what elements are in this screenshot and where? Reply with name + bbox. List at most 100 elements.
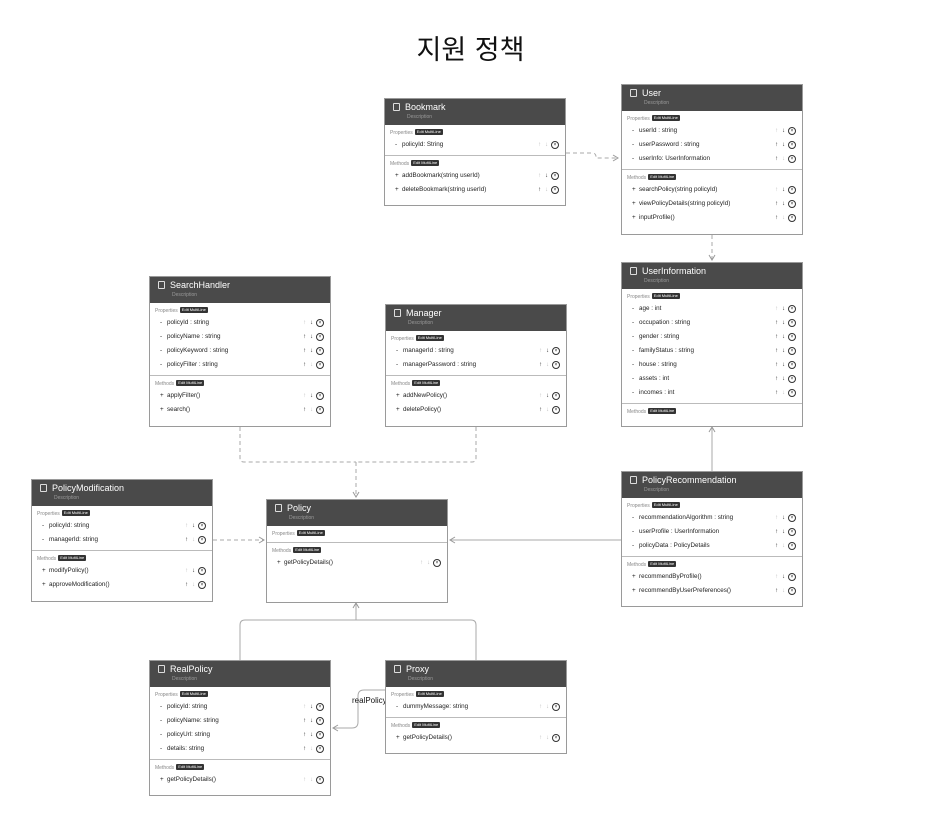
edit-multiline-button[interactable]: Edit MultiLine	[176, 380, 205, 386]
move-up-icon[interactable]: ↑	[539, 735, 542, 741]
property-row[interactable]: -userProfile : UserInformation↑↓×	[622, 525, 802, 539]
move-up-icon[interactable]: ↑	[303, 362, 306, 368]
method-row[interactable]: +searchPolicy(string policyId)↑↓×	[622, 183, 802, 197]
method-row[interactable]: +deleteBookmark(string userId)↑↓×	[385, 183, 565, 197]
property-row[interactable]: -managerId : string↑↓×	[386, 344, 566, 358]
move-up-icon[interactable]: ↑	[775, 187, 778, 193]
move-down-icon[interactable]: ↓	[782, 215, 785, 221]
move-up-icon[interactable]: ↑	[775, 334, 778, 340]
edit-multiline-button[interactable]: Edit MultiLine	[651, 293, 680, 299]
move-down-icon[interactable]: ↓	[782, 376, 785, 382]
property-text[interactable]: gender : string	[639, 333, 680, 340]
method-text[interactable]: search()	[167, 406, 191, 413]
move-up-icon[interactable]: ↑	[185, 582, 188, 588]
move-down-icon[interactable]: ↓	[782, 306, 785, 312]
move-down-icon[interactable]: ↓	[310, 320, 313, 326]
remove-icon[interactable]: ×	[316, 319, 324, 327]
property-text[interactable]: policyKeyword : string	[167, 347, 229, 354]
method-row[interactable]: +recommendByUserPreferences()↑↓×	[622, 584, 802, 598]
move-down-icon[interactable]: ↓	[427, 560, 430, 566]
method-row[interactable]: +modifyPolicy()↑↓×	[32, 564, 212, 578]
move-down-icon[interactable]: ↓	[545, 142, 548, 148]
class-name[interactable]: Bookmark	[405, 102, 446, 112]
move-down-icon[interactable]: ↓	[310, 334, 313, 340]
class-name[interactable]: User	[642, 88, 662, 98]
move-down-icon[interactable]: ↓	[310, 362, 313, 368]
remove-icon[interactable]: ×	[433, 559, 441, 567]
class-name[interactable]: SearchHandler	[170, 280, 231, 290]
move-up-icon[interactable]: ↑	[539, 393, 542, 399]
property-row[interactable]: -policyUrl: string↑↓×	[150, 728, 330, 742]
move-up-icon[interactable]: ↑	[775, 306, 778, 312]
remove-icon[interactable]: ×	[552, 703, 560, 711]
remove-icon[interactable]: ×	[551, 186, 559, 194]
edit-multiline-button[interactable]: Edit MultiLine	[648, 408, 677, 414]
edit-multiline-button[interactable]: Edit MultiLine	[415, 691, 444, 697]
move-up-icon[interactable]: ↑	[303, 393, 306, 399]
move-up-icon[interactable]: ↑	[303, 704, 306, 710]
move-up-icon[interactable]: ↑	[303, 348, 306, 354]
move-up-icon[interactable]: ↑	[775, 515, 778, 521]
method-row[interactable]: +getPolicyDetails()↑↓×	[386, 731, 566, 745]
property-text[interactable]: occupation : string	[639, 319, 691, 326]
remove-icon[interactable]: ×	[788, 214, 796, 222]
class-name[interactable]: PolicyRecommendation	[642, 475, 737, 485]
method-text[interactable]: getPolicyDetails()	[167, 776, 216, 783]
method-row[interactable]: +getPolicyDetails()↑↓×	[150, 773, 330, 787]
move-down-icon[interactable]: ↓	[782, 348, 785, 354]
edit-multiline-button[interactable]: Edit MultiLine	[58, 555, 87, 561]
method-text[interactable]: recommendByUserPreferences()	[639, 587, 732, 594]
property-text[interactable]: details: string	[167, 745, 205, 752]
move-up-icon[interactable]: ↑	[775, 142, 778, 148]
class-description[interactable]: Description	[644, 487, 670, 493]
remove-icon[interactable]: ×	[788, 200, 796, 208]
property-row[interactable]: -userId : string↑↓×	[622, 124, 802, 138]
class-description[interactable]: Description	[408, 320, 434, 326]
property-row[interactable]: -userInfo: UserInformation↑↓×	[622, 152, 802, 166]
property-text[interactable]: policyUrl: string	[167, 731, 211, 738]
remove-icon[interactable]: ×	[316, 703, 324, 711]
remove-icon[interactable]: ×	[316, 392, 324, 400]
property-text[interactable]: age : int	[639, 305, 662, 312]
move-down-icon[interactable]: ↓	[782, 529, 785, 535]
property-text[interactable]: assets : int	[639, 375, 670, 382]
move-down-icon[interactable]: ↓	[782, 128, 785, 134]
move-up-icon[interactable]: ↑	[539, 704, 542, 710]
method-row[interactable]: +inputProfile()↑↓×	[622, 211, 802, 225]
move-down-icon[interactable]: ↓	[782, 334, 785, 340]
class-name[interactable]: UserInformation	[642, 266, 707, 276]
remove-icon[interactable]: ×	[316, 347, 324, 355]
move-down-icon[interactable]: ↓	[782, 515, 785, 521]
remove-icon[interactable]: ×	[552, 406, 560, 414]
move-up-icon[interactable]: ↑	[775, 156, 778, 162]
remove-icon[interactable]: ×	[316, 333, 324, 341]
remove-icon[interactable]: ×	[198, 536, 206, 544]
move-up-icon[interactable]: ↑	[775, 588, 778, 594]
move-down-icon[interactable]: ↓	[546, 348, 549, 354]
method-row[interactable]: +getPolicyDetails()↑↓×	[267, 556, 447, 570]
move-down-icon[interactable]: ↓	[546, 735, 549, 741]
class-description[interactable]: Description	[407, 114, 433, 120]
move-down-icon[interactable]: ↓	[192, 537, 195, 543]
property-row[interactable]: -age : int↑↓×	[622, 302, 802, 316]
property-text[interactable]: userInfo: UserInformation	[639, 155, 711, 162]
edit-multiline-button[interactable]: Edit MultiLine	[412, 380, 441, 386]
remove-icon[interactable]: ×	[316, 745, 324, 753]
move-up-icon[interactable]: ↑	[303, 746, 306, 752]
move-up-icon[interactable]: ↑	[303, 718, 306, 724]
move-down-icon[interactable]: ↓	[782, 201, 785, 207]
edit-multiline-button[interactable]: Edit MultiLine	[412, 722, 441, 728]
class-description[interactable]: Description	[54, 495, 80, 501]
property-row[interactable]: -assets : int↑↓×	[622, 372, 802, 386]
remove-icon[interactable]: ×	[552, 392, 560, 400]
property-row[interactable]: -userPassword : string↑↓×	[622, 138, 802, 152]
class-name[interactable]: Policy	[287, 503, 312, 513]
class-description[interactable]: Description	[644, 278, 670, 284]
remove-icon[interactable]: ×	[788, 573, 796, 581]
remove-icon[interactable]: ×	[788, 186, 796, 194]
move-up-icon[interactable]: ↑	[303, 732, 306, 738]
property-row[interactable]: -managerId: string↑↓×	[32, 533, 212, 547]
remove-icon[interactable]: ×	[788, 389, 796, 397]
